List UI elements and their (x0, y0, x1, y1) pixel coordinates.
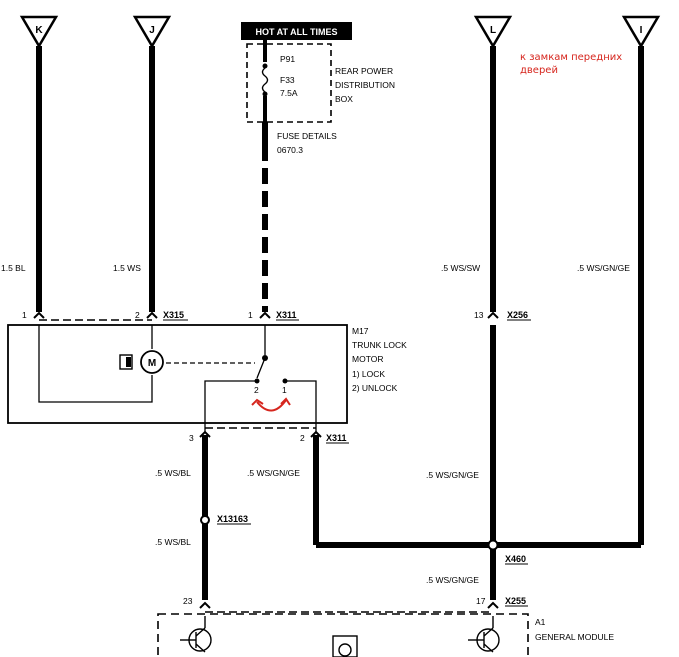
red-annotation-arc (256, 399, 287, 412)
connector-j-label: J (149, 25, 155, 36)
fuse-box-line2: DISTRIBUTION (335, 80, 395, 90)
fuse-box-line3: BOX (335, 94, 353, 104)
wire-label-pin3: .5 WS/BL (155, 468, 191, 478)
fuse-symbol (261, 67, 269, 93)
pin-23: 23 (183, 596, 193, 606)
connector-x13163: X13163 (217, 514, 248, 524)
fuse-box: P91 F33 7.5A (246, 40, 332, 123)
connector-x255: X255 (505, 596, 526, 606)
pin-chevrons-bottom (199, 430, 322, 438)
module-component-center (332, 635, 358, 657)
fuse-rating: 7.5A (280, 88, 298, 98)
hot-at-all-times: HOT AT ALL TIMES (241, 22, 352, 40)
splice-x460 (487, 539, 499, 551)
connector-x460: X460 (505, 554, 526, 564)
fuse-details-line2: 0670.3 (277, 145, 303, 155)
motor-line1: TRUNK LOCK (352, 340, 407, 350)
switch-pos-2: 2 (254, 385, 259, 395)
transistor-left (180, 616, 212, 653)
fuse-box-ref: P91 (280, 54, 295, 64)
connector-x315: X315 (163, 310, 184, 320)
hot-at-all-times-label: HOT AT ALL TIMES (256, 27, 338, 37)
pin-chevrons-module (199, 601, 499, 609)
switch-pos-1: 1 (282, 385, 287, 395)
splice-x13163 (200, 515, 210, 525)
motor-line2: MOTOR (352, 354, 383, 364)
pin-j: 2 (135, 310, 140, 320)
connector-x311-bottom: X311 (326, 433, 347, 443)
module-ref: A1 (535, 617, 546, 627)
motor-mode2: 2) UNLOCK (352, 383, 398, 393)
wire-label-i: .5 WS/GN/GE (577, 263, 630, 273)
motor-module-box (7, 324, 348, 432)
motor-symbol: M (119, 350, 164, 374)
motor-ref: M17 (352, 326, 369, 336)
pin-13: 13 (474, 310, 484, 320)
fuse-id: F33 (280, 75, 295, 85)
motor-mode1: 1) LOCK (352, 369, 385, 379)
motor-m-label: M (148, 358, 156, 369)
pin-fuse: 1 (248, 310, 253, 320)
wire-label-pin2: .5 WS/GN/GE (247, 468, 300, 478)
wires-thick (36, 46, 644, 600)
pin-k: 1 (22, 310, 27, 320)
annotation-line2: дверей (520, 65, 558, 76)
switch-blade (256, 357, 266, 379)
pin-chevrons-top (33, 311, 499, 319)
connector-i: I (621, 15, 661, 49)
connector-l-label: L (490, 25, 496, 36)
connector-x311-top: X311 (276, 310, 297, 320)
wire-label-j: 1.5 WS (113, 263, 141, 273)
wire-label-k: 1.5 BL (1, 263, 26, 273)
connector-k-label: K (35, 25, 43, 36)
general-module-box (157, 613, 529, 657)
pin-2: 2 (300, 433, 305, 443)
module-name: GENERAL MODULE (535, 632, 614, 642)
transistor-right (468, 616, 500, 653)
wire-label-l: .5 WS/SW (441, 263, 480, 273)
wire-label-l-down: .5 WS/GN/GE (426, 470, 479, 480)
connector-j: J (132, 15, 172, 49)
connector-l: L (473, 15, 513, 49)
annotation-line1: к замкам передних (520, 52, 622, 63)
connector-x256: X256 (507, 310, 528, 320)
fuse-box-line1: REAR POWER (335, 66, 393, 76)
pin-17: 17 (476, 596, 486, 606)
wire-label-below-x460: .5 WS/GN/GE (426, 575, 479, 585)
wire-label-below-x13163: .5 WS/BL (155, 537, 191, 547)
connector-k: K (19, 15, 59, 49)
connector-i-label: I (640, 25, 643, 36)
fuse-details-line1: FUSE DETAILS (277, 131, 337, 141)
pin-3: 3 (189, 433, 194, 443)
